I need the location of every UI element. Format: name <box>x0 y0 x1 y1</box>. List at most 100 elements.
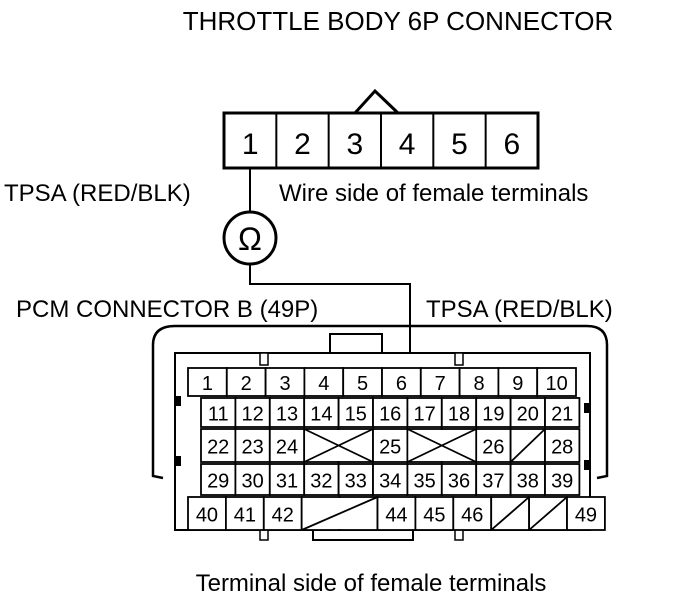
ohmmeter-symbol: Ω <box>238 221 262 257</box>
pcm-cell <box>509 397 546 428</box>
pcm-terminal-3: 3 <box>279 373 290 395</box>
pcm-terminal-31: 31 <box>276 471 298 493</box>
pcm-terminal-49: 49 <box>575 505 597 527</box>
throttle-side-label: Wire side of female terminals <box>279 180 588 207</box>
blank-terminal-mark <box>490 496 530 531</box>
pcm-cell <box>440 397 478 428</box>
pcm-top-latch <box>329 333 383 354</box>
pcm-cell <box>200 397 237 428</box>
pcm-cell <box>536 367 577 397</box>
pcm-terminal-30: 30 <box>241 471 263 493</box>
pcm-terminal-11: 11 <box>208 404 229 426</box>
pcm-cell <box>376 496 417 531</box>
pcm-cell <box>234 463 271 496</box>
pcm-terminal-16: 16 <box>379 404 401 426</box>
pcm-terminal-46: 46 <box>461 505 483 527</box>
pcm-terminal-45: 45 <box>423 505 445 527</box>
pcm-terminal-37: 37 <box>482 471 504 493</box>
pcm-cell <box>303 463 340 496</box>
pcm-cell <box>544 397 581 428</box>
pcm-terminal-13: 13 <box>276 404 298 426</box>
pcm-terminal-18: 18 <box>448 404 470 426</box>
pcm-cell <box>372 397 409 428</box>
pcm-terminal-9: 9 <box>512 373 523 395</box>
pcm-terminal-5: 5 <box>357 373 368 395</box>
test-wire: Ω <box>222 168 411 386</box>
pcm-connector-title: PCM CONNECTOR B (49P) <box>16 296 318 323</box>
pcm-terminal-28: 28 <box>551 437 573 459</box>
throttle-terminal-2: 2 <box>294 128 311 161</box>
pcm-cell <box>452 496 493 531</box>
pcm-terminal-32: 32 <box>310 471 332 493</box>
pcm-cell <box>497 367 539 397</box>
pcm-terminal-36: 36 <box>448 471 470 493</box>
throttle-terminal-4: 4 <box>399 128 416 161</box>
diagram-title: THROTTLE BODY 6P CONNECTOR <box>183 6 614 36</box>
pcm-cell <box>268 428 306 463</box>
pcm-terminal-15: 15 <box>345 404 367 426</box>
pcm-cell <box>303 397 340 428</box>
pcm-cell <box>414 496 455 531</box>
blank-terminal-mark <box>407 428 477 463</box>
pcm-terminal-33: 33 <box>345 471 367 493</box>
pcm-terminal-40: 40 <box>196 505 218 527</box>
pcm-cell <box>475 463 512 496</box>
pcm-terminal-24: 24 <box>276 437 298 459</box>
pcm-terminal-1: 1 <box>202 373 213 395</box>
throttle-terminal-3: 3 <box>346 128 363 161</box>
pcm-terminal-21: 21 <box>551 404 573 426</box>
throttle-terminal-5: 5 <box>451 128 468 161</box>
pcm-terminal-25: 25 <box>379 437 401 459</box>
pcm-terminal-4: 4 <box>318 373 329 395</box>
pcm-cell <box>458 367 500 397</box>
pcm-side-label: Terminal side of female terminals <box>196 570 547 597</box>
pcm-cell <box>544 463 581 496</box>
pcm-terminal-12: 12 <box>241 404 263 426</box>
pcm-cell <box>342 367 383 397</box>
pcm-terminal-6: 6 <box>396 373 407 395</box>
pcm-terminal-22: 22 <box>207 437 229 459</box>
pcm-terminal-20: 20 <box>517 404 539 426</box>
blank-terminal-mark <box>528 496 568 531</box>
throttle-wire-label: TPSA (RED/BLK) <box>4 180 191 207</box>
pcm-terminal-10: 10 <box>545 373 567 395</box>
blank-terminal-mark <box>509 428 546 463</box>
pcm-cell <box>372 463 409 496</box>
pcm-cell <box>544 428 581 463</box>
pcm-terminal-39: 39 <box>551 471 573 493</box>
pcm-cell <box>419 367 461 397</box>
pcm-terminal-41: 41 <box>234 505 256 527</box>
pcm-terminal-19: 19 <box>482 404 504 426</box>
pcm-terminal-38: 38 <box>517 471 539 493</box>
pcm-terminal-42: 42 <box>272 505 294 527</box>
pcm-cell <box>264 367 306 397</box>
blank-terminal-mark <box>301 496 378 531</box>
pcm-terminal-35: 35 <box>413 471 435 493</box>
pcm-bottom-latch <box>312 529 414 541</box>
pcm-cell <box>406 397 443 428</box>
throttle-body-connector: 1 2 3 4 5 6 <box>222 88 540 170</box>
pcm-cell <box>475 428 512 463</box>
pcm-terminal-8: 8 <box>473 373 484 395</box>
pcm-terminal-17: 17 <box>413 404 435 426</box>
pcm-cell <box>268 397 306 428</box>
pcm-terminal-26: 26 <box>482 437 504 459</box>
pcm-terminal-23: 23 <box>241 437 263 459</box>
throttle-terminal-1: 1 <box>242 128 259 161</box>
pcm-terminal-44: 44 <box>385 505 407 527</box>
throttle-terminal-6: 6 <box>503 128 520 161</box>
pcm-terminal-34: 34 <box>379 471 401 493</box>
pcm-outer-shell <box>151 324 609 480</box>
blank-terminal-mark <box>303 428 374 463</box>
pcm-cell <box>187 367 228 397</box>
pcm-cell <box>234 397 271 428</box>
pcm-terminal-2: 2 <box>241 373 252 395</box>
pcm-cell <box>566 496 606 531</box>
pcm-wire-label: TPSA (RED/BLK) <box>426 296 613 323</box>
pcm-cell <box>224 496 265 531</box>
pcm-terminal-14: 14 <box>310 404 332 426</box>
pcm-cell <box>381 367 422 397</box>
pcm-terminal-29: 29 <box>207 471 229 493</box>
